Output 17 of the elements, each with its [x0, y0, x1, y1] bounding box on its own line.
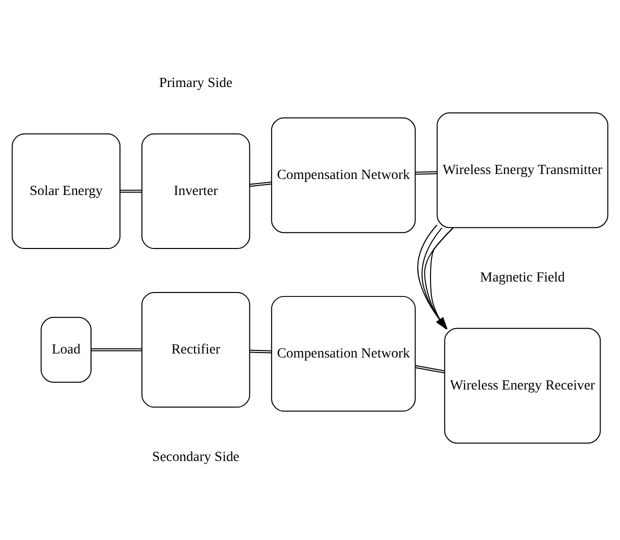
connector: [249, 181, 272, 186]
node-box: Wireless Energy Receiver: [444, 327, 601, 444]
node-box: Compensation Network: [271, 295, 416, 412]
label: Primary Side: [159, 76, 232, 91]
node-box: Solar Energy: [12, 132, 120, 249]
node-box: Rectifier: [141, 291, 250, 408]
connector: [90, 348, 142, 351]
label: Magnetic Field: [480, 270, 565, 286]
label: Secondary Side: [152, 450, 240, 465]
node-box: Inverter: [141, 132, 250, 249]
connector: [249, 349, 272, 353]
connector: [120, 189, 142, 192]
connector: [414, 364, 446, 373]
node-box: Compensation Network: [271, 116, 416, 233]
node-box: Wireless Energy Transmitter: [436, 112, 608, 228]
connector: [414, 170, 438, 174]
node-box: Load: [40, 316, 92, 382]
